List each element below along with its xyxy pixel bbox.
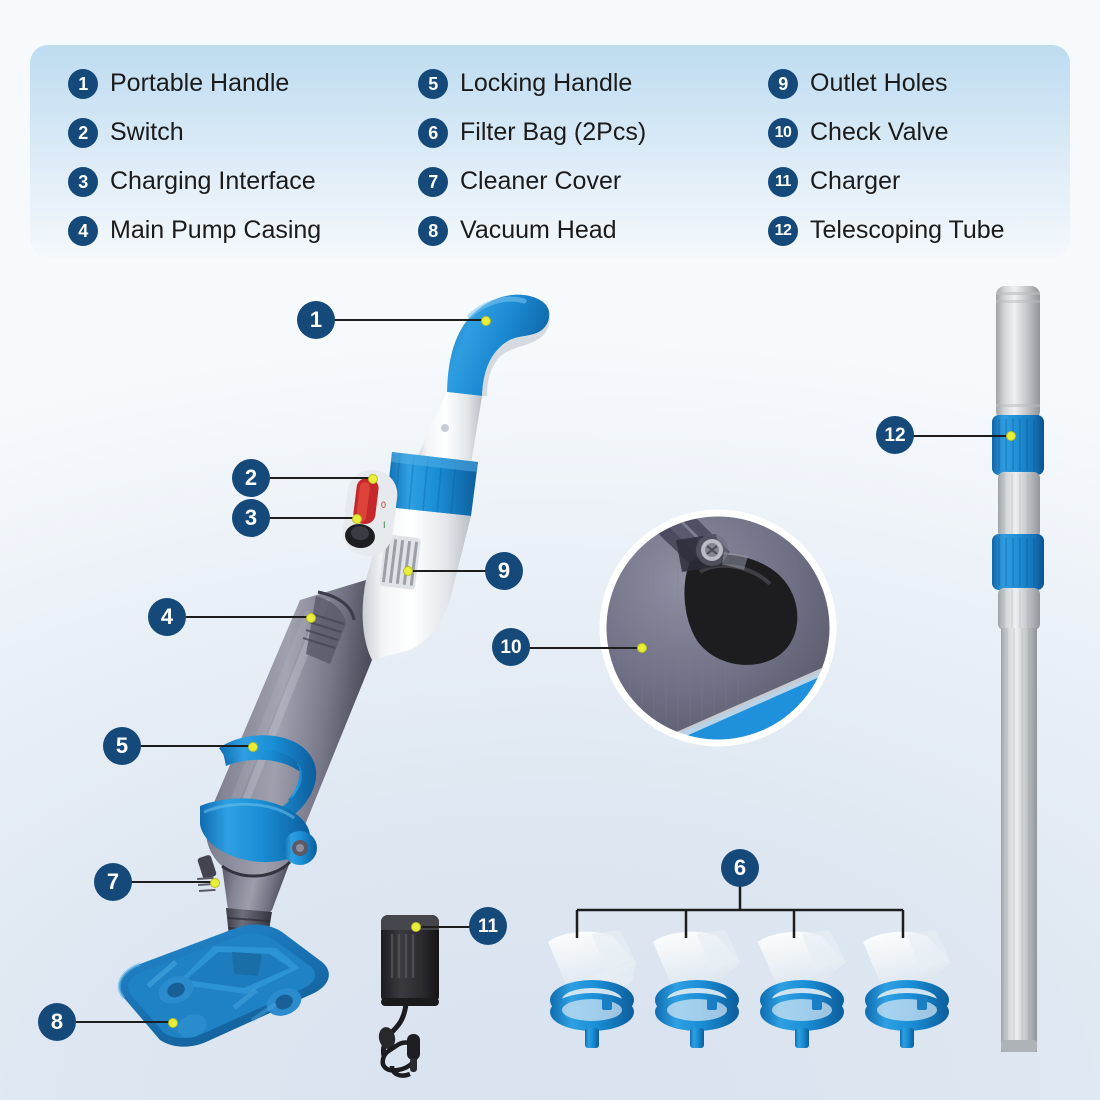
legend-badge-10: 10 [768, 117, 798, 148]
legend-column-1: 1 Portable Handle 2 Switch 3 Charging In… [68, 59, 398, 255]
legend-item-1: 1 Portable Handle [68, 59, 398, 108]
leader-line-7 [130, 881, 214, 883]
legend-label-11: Charger [810, 167, 901, 195]
leader-line-2 [268, 477, 372, 479]
leader-line-4 [186, 616, 310, 618]
leader-dot-10 [637, 643, 647, 653]
legend-item-11: 11 Charger [768, 157, 1068, 206]
filter-bag-bracket [575, 880, 905, 938]
locking-handle-art [200, 735, 317, 865]
leader-line-8 [76, 1021, 172, 1023]
legend-item-10: 10 Check Valve [768, 108, 1068, 157]
svg-text:0: 0 [381, 500, 386, 510]
callout-3: 3 [232, 499, 270, 537]
legend-item-3: 3 Charging Interface [68, 157, 398, 206]
switch-panel-art: 0 I [342, 470, 398, 556]
svg-text:I: I [383, 520, 386, 530]
leader-line-1 [330, 319, 485, 321]
legend-item-6: 6 Filter Bag (2Pcs) [418, 108, 748, 157]
legend-badge-8: 8 [418, 215, 448, 246]
callout-8: 8 [38, 1003, 76, 1041]
legend-item-4: 4 Main Pump Casing [68, 206, 398, 255]
legend-label-7: Cleaner Cover [460, 167, 622, 195]
legend-label-4: Main Pump Casing [110, 216, 322, 244]
vacuum-head-art [117, 924, 329, 1047]
legend-badge-1: 1 [68, 68, 98, 99]
legend-badge-3: 3 [68, 166, 98, 197]
leader-dot-2 [368, 474, 378, 484]
callout-4: 4 [148, 598, 186, 636]
callout-10: 10 [492, 628, 530, 666]
legend-badge-5: 5 [418, 68, 448, 99]
leader-dot-8 [168, 1018, 178, 1028]
legend-item-9: 9 Outlet Holes [768, 59, 1068, 108]
callout-5: 5 [103, 727, 141, 765]
leader-dot-12 [1006, 431, 1016, 441]
legend-badge-4: 4 [68, 215, 98, 246]
legend-item-2: 2 Switch [68, 108, 398, 157]
legend-badge-6: 6 [418, 117, 448, 148]
legend-label-12: Telescoping Tube [810, 216, 1005, 244]
leader-line-9 [408, 570, 486, 572]
legend-item-5: 5 Locking Handle [418, 59, 748, 108]
leader-dot-9 [403, 566, 413, 576]
legend-label-1: Portable Handle [110, 69, 290, 97]
leader-dot-4 [306, 613, 316, 623]
legend-item-8: 8 Vacuum Head [418, 206, 748, 255]
legend-label-3: Charging Interface [110, 167, 316, 195]
legend-label-6: Filter Bag (2Pcs) [460, 118, 647, 146]
callout-12: 12 [876, 416, 914, 454]
legend-badge-9: 9 [768, 68, 798, 99]
legend-badge-2: 2 [68, 117, 98, 148]
legend-item-12: 12 Telescoping Tube [768, 206, 1068, 255]
leader-dot-1 [481, 316, 491, 326]
legend-label-9: Outlet Holes [810, 69, 948, 97]
legend-column-2: 5 Locking Handle 6 Filter Bag (2Pcs) 7 C… [418, 59, 748, 255]
leader-dot-3 [352, 514, 362, 524]
leader-dot-5 [248, 742, 258, 752]
outlet-holes-art [379, 534, 421, 590]
leader-line-5 [140, 745, 252, 747]
filter-bags-art [548, 880, 951, 1048]
leader-line-10 [528, 647, 642, 649]
legend-label-2: Switch [110, 118, 184, 146]
legend-label-8: Vacuum Head [460, 216, 617, 244]
leader-line-3 [268, 517, 356, 519]
legend-badge-11: 11 [768, 166, 798, 197]
callout-11: 11 [469, 907, 507, 945]
leader-dot-11 [411, 922, 421, 932]
callout-6: 6 [721, 849, 759, 887]
legend-badge-7: 7 [418, 166, 448, 197]
parts-legend-panel: 1 Portable Handle 2 Switch 3 Charging In… [30, 45, 1070, 257]
legend-badge-12: 12 [768, 215, 798, 246]
legend-label-5: Locking Handle [460, 69, 633, 97]
legend-label-10: Check Valve [810, 118, 949, 146]
charger-art [378, 915, 439, 1078]
legend-column-3: 9 Outlet Holes 10 Check Valve 11 Charger… [768, 59, 1068, 255]
leader-dot-7 [210, 878, 220, 888]
legend-item-7: 7 Cleaner Cover [418, 157, 748, 206]
leader-line-12 [913, 435, 1011, 437]
leader-line-11 [415, 926, 470, 928]
callout-2: 2 [232, 459, 270, 497]
callout-1: 1 [297, 301, 335, 339]
callout-7: 7 [94, 863, 132, 901]
vacuum-main-unit-art: 0 I [117, 294, 550, 1047]
check-valve-inset-art [599, 509, 837, 747]
callout-9: 9 [485, 552, 523, 590]
telescoping-tube-art [992, 286, 1044, 1052]
